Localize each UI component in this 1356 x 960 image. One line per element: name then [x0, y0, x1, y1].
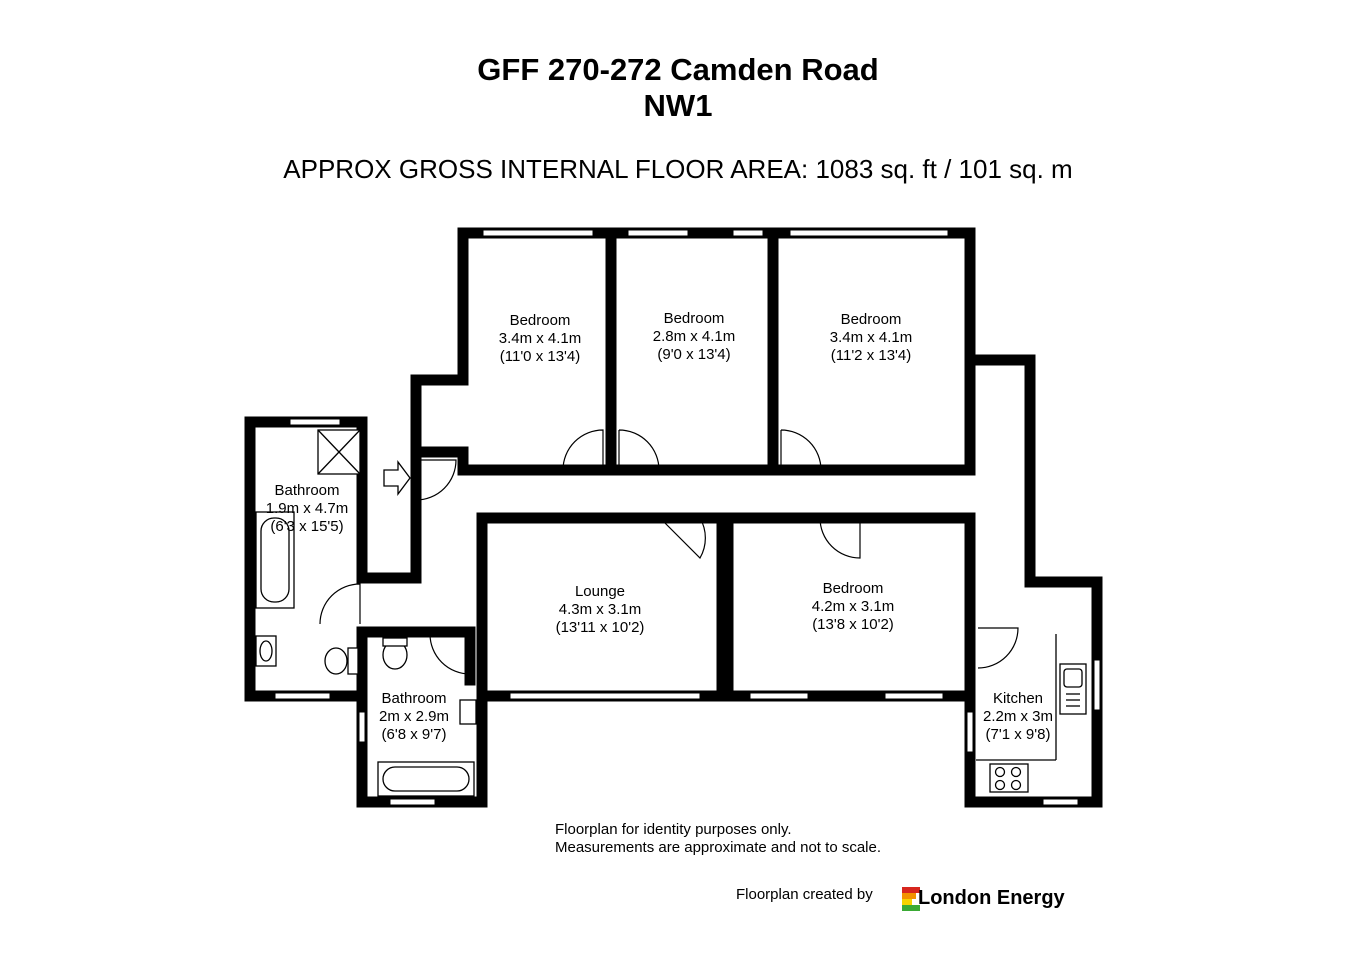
plan-postcode: NW1 [643, 88, 713, 123]
room-bedroom-4: Bedroom 4.2m x 3.1m (13'8 x 10'2) [812, 580, 895, 633]
credit-text: Floorplan created by [736, 886, 873, 903]
svg-text:Bedroom: Bedroom [823, 580, 884, 597]
svg-text:Bedroom: Bedroom [510, 312, 571, 329]
room-bedroom-3: Bedroom 3.4m x 4.1m (11'2 x 13'4) [830, 311, 913, 364]
svg-text:1.9m x 4.7m: 1.9m x 4.7m [266, 500, 349, 517]
london-energy-logo-icon [902, 887, 920, 911]
hob-icon [989, 763, 1029, 793]
floor-area: APPROX GROSS INTERNAL FLOOR AREA: 1083 s… [283, 154, 1073, 184]
svg-text:(9'0 x 13'4): (9'0 x 13'4) [657, 346, 730, 363]
svg-text:Kitchen: Kitchen [993, 690, 1043, 707]
kitchen-sink-icon [1059, 663, 1087, 715]
svg-text:Bedroom: Bedroom [664, 310, 725, 327]
svg-text:Bathroom: Bathroom [381, 690, 446, 707]
svg-text:4.2m x 3.1m: 4.2m x 3.1m [812, 598, 895, 615]
washbasin-icon [255, 635, 277, 667]
disclaimer: Floorplan for identity purposes only. Me… [555, 821, 881, 857]
walls [244, 227, 1103, 808]
entrance-arrow-icon [383, 460, 411, 496]
svg-text:3.4m x 4.1m: 3.4m x 4.1m [499, 330, 582, 347]
svg-text:3.4m x 4.1m: 3.4m x 4.1m [830, 329, 913, 346]
doors [319, 429, 1019, 675]
toilet-icon-2 [382, 637, 408, 670]
disclaimer-line-1: Floorplan for identity purposes only. [555, 821, 792, 838]
room-bathroom-2: Bathroom 2m x 2.9m (6'8 x 9'7) [379, 690, 449, 743]
room-bathroom-1: Bathroom 1.9m x 4.7m (6'3 x 15'5) [266, 482, 349, 535]
shower-tray-icon [317, 429, 361, 475]
svg-text:(6'8 x 9'7): (6'8 x 9'7) [382, 726, 447, 743]
svg-text:4.3m x 3.1m: 4.3m x 3.1m [559, 601, 642, 618]
bathtub-icon-2 [377, 761, 475, 797]
room-kitchen: Kitchen 2.2m x 3m (7'1 x 9'8) [983, 690, 1053, 743]
room-bedroom-1: Bedroom 3.4m x 4.1m (11'0 x 13'4) [499, 312, 582, 365]
toilet-icon [324, 647, 359, 675]
svg-text:2.8m x 4.1m: 2.8m x 4.1m [653, 328, 736, 345]
svg-text:2m x 2.9m: 2m x 2.9m [379, 708, 449, 725]
windows [274, 229, 1101, 806]
svg-text:(6'3 x 15'5): (6'3 x 15'5) [270, 518, 343, 535]
plan-title: GFF 270-272 Camden Road [477, 52, 879, 87]
room-bedroom-2: Bedroom 2.8m x 4.1m (9'0 x 13'4) [653, 310, 736, 363]
logo-text: London Energy [918, 887, 1065, 909]
svg-text:Bedroom: Bedroom [841, 311, 902, 328]
svg-text:(11'0 x 13'4): (11'0 x 13'4) [500, 348, 581, 365]
svg-text:(13'8 x 10'2): (13'8 x 10'2) [812, 616, 894, 633]
disclaimer-line-2: Measurements are approximate and not to … [555, 839, 882, 856]
bathtub-icon [255, 511, 295, 609]
svg-text:(7'1 x 9'8): (7'1 x 9'8) [986, 726, 1051, 743]
washbasin-icon-2 [459, 699, 477, 725]
svg-text:(13'11 x 10'2): (13'11 x 10'2) [556, 619, 645, 636]
room-lounge: Lounge 4.3m x 3.1m (13'11 x 10'2) [556, 583, 645, 636]
svg-text:Bathroom: Bathroom [274, 482, 339, 499]
svg-text:2.2m x 3m: 2.2m x 3m [983, 708, 1053, 725]
svg-text:Lounge: Lounge [575, 583, 625, 600]
svg-text:(11'2 x 13'4): (11'2 x 13'4) [831, 347, 912, 364]
